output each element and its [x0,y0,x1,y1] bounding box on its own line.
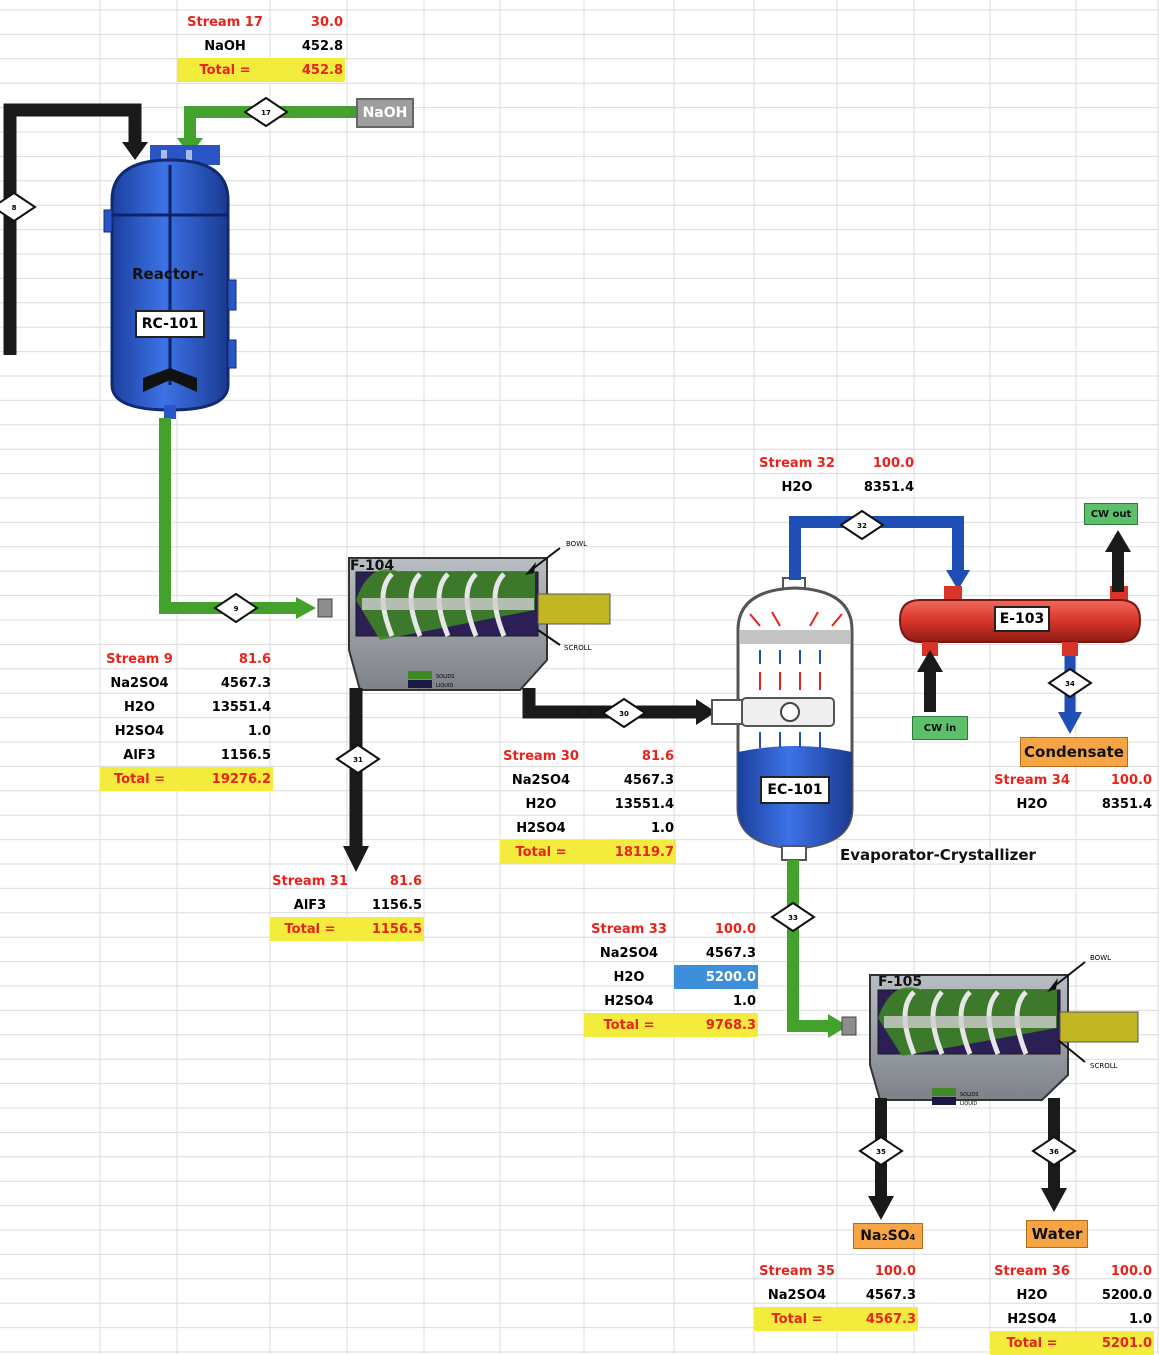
water-product-box: Water [1026,1220,1088,1248]
svg-text:17: 17 [261,109,271,117]
reactor-rc101 [103,145,237,419]
naoh-feed-box: NaOH [356,98,414,128]
f104-solids-label: SOLIDS [436,674,454,680]
f105-bowl-label: BOWL [1090,954,1111,962]
f105-liquid-label: LIQUID [960,1101,977,1107]
evaporator-ec101 [711,577,854,861]
exchanger-tag: E-103 [994,606,1050,632]
f104-liquid-label: LIQUID [436,683,453,689]
stream-tag-8: 8 [0,191,37,223]
cw-in-pipe [917,650,943,712]
stream-tag-35: 35 [858,1135,904,1167]
stream-tag-34: 34 [1047,667,1093,699]
evaporator-tag: EC-101 [760,776,830,804]
svg-text:36: 36 [1049,1148,1059,1156]
reactor-tag: RC-101 [135,310,205,338]
cw-out-box: CW out [1084,503,1138,525]
na2so4-product-box: Na₂SO₄ [853,1223,923,1249]
cw-out-pipe [1105,530,1131,592]
f104-scroll-label: SCROLL [564,644,592,652]
svg-text:34: 34 [1065,680,1075,688]
stream-tag-33: 33 [770,901,816,933]
decanter-f104-tag: F-104 [350,558,395,574]
f105-solids-label: SOLIDS [960,1092,978,1098]
cw-in-box: CW in [912,716,968,740]
svg-text:35: 35 [876,1148,886,1156]
stream-33-pipe [787,860,848,1038]
svg-text:32: 32 [857,522,867,530]
svg-text:33: 33 [788,914,798,922]
stream-9-pipe [159,418,316,619]
h2o-highlight-cell: 5200.0 [674,965,758,989]
svg-text:30: 30 [619,710,629,718]
svg-text:9: 9 [234,605,239,613]
f104-bowl-label: BOWL [566,540,587,548]
stream-8-pipe [3,103,148,355]
evaporator-caption: Evaporator-Crystallizer [840,846,1036,864]
f105-scroll-label: SCROLL [1090,1062,1118,1070]
stream-32-pipe [789,516,970,590]
decanter-f104 [317,547,611,691]
stream-tag-9: 9 [213,592,259,624]
svg-text:31: 31 [353,756,363,764]
reactor-caption: Reactor- [132,265,204,283]
stream-tag-30: 30 [601,697,647,729]
condensate-box: Condensate [1020,737,1128,767]
stream-tag-36: 36 [1031,1135,1077,1167]
decanter-f105 [841,961,1139,1105]
decanter-f105-tag: F-105 [878,974,923,990]
stream-tag-31: 31 [335,743,381,775]
svg-text:8: 8 [12,204,17,212]
stream-31-pipe [343,688,369,872]
stream-tag-17: 17 [243,96,289,128]
stream-tag-32: 32 [839,509,885,541]
